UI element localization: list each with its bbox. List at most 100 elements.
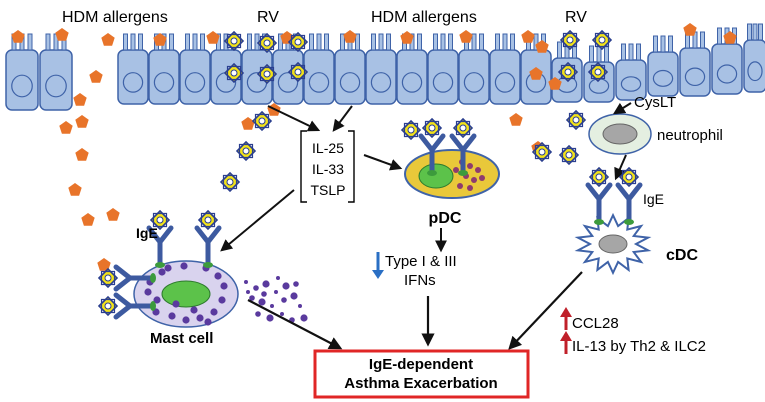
virus-particle — [558, 62, 578, 82]
mast-cell-granule — [172, 300, 180, 308]
allergen-particle — [11, 30, 25, 43]
label-ige-left: IgE — [136, 225, 158, 241]
arrow-epithelium-to-cytokines-2 — [332, 105, 353, 132]
released-mediator — [258, 298, 266, 306]
arrow-cytokines-to-pdc — [363, 154, 403, 171]
epithelial-cell — [647, 35, 679, 97]
epithelial-cell — [39, 33, 73, 111]
airway-epithelium — [5, 23, 765, 111]
epithelial-cell — [396, 33, 428, 105]
allergen-particle — [81, 213, 95, 226]
released-mediator — [262, 280, 270, 288]
allergen-particle — [241, 117, 255, 130]
label-hdm-allergens-center: HDM allergens — [371, 9, 477, 26]
label-il13: IL-13 by Th2 & ILC2 — [572, 338, 706, 355]
arrow-neutrophil-to-ige — [614, 154, 627, 181]
mast-cell-granule — [204, 318, 212, 326]
label-cdc: cDC — [666, 247, 698, 264]
epithelial-cell — [117, 33, 149, 105]
epithelial-cell — [334, 33, 366, 105]
arrow-epithelium-to-cytokines-1 — [267, 105, 321, 132]
virus-particle — [532, 142, 552, 162]
mast-cell — [99, 211, 308, 328]
released-mediator — [255, 311, 261, 317]
allergen-particle — [59, 121, 73, 134]
released-mediator — [274, 290, 278, 294]
released-mediator — [270, 304, 274, 308]
arrow-mast-cell-to-outcome — [247, 299, 343, 350]
virus-particle — [224, 63, 244, 83]
label-ige-right: IgE — [643, 191, 664, 207]
cdc-cell — [574, 168, 652, 276]
label-hdm-allergens-left: HDM allergens — [62, 9, 168, 26]
virus-particle — [288, 32, 308, 52]
epithelial-cell — [458, 33, 490, 105]
mast-cell-granule — [196, 314, 204, 322]
arrow-cytokines-to-mast-cell — [220, 189, 295, 252]
mast-cell-granule — [190, 306, 198, 314]
released-mediator — [290, 292, 298, 300]
cytokine-box: IL-25 IL-33 TSLP — [300, 130, 355, 203]
allergen-particle — [68, 183, 82, 196]
ifn-decrease: Type I & III IFNs — [372, 252, 457, 289]
virus-particle — [592, 30, 612, 50]
mast-cell-granule — [182, 316, 190, 324]
mast-cell-granule — [168, 312, 176, 320]
epithelial-cell — [615, 43, 647, 101]
label-neutrophil: neutrophil — [657, 127, 723, 144]
mast-cell-granule — [158, 268, 166, 276]
allergen-particle — [206, 31, 220, 44]
epithelial-cell — [489, 33, 521, 105]
epithelial-cell — [679, 31, 711, 97]
virus-particle — [588, 62, 608, 82]
arrow-cdc-to-outcome — [508, 271, 583, 350]
released-mediator — [281, 297, 287, 303]
released-mediator — [249, 295, 255, 301]
allergen-particle — [459, 30, 473, 43]
allergen-particle — [683, 23, 697, 36]
virus-particle — [224, 31, 244, 51]
allergen-particle — [89, 70, 103, 83]
mast-cell-granule — [220, 282, 228, 290]
virus-particle — [401, 120, 421, 140]
allergen-particle — [106, 208, 120, 221]
released-mediator — [293, 281, 299, 287]
outcome-line1: IgE-dependent — [369, 356, 473, 373]
virus-particle — [220, 172, 240, 192]
virus-particle — [257, 64, 277, 84]
allergen-particle — [73, 93, 87, 106]
mast-cell-granule — [144, 288, 152, 296]
allergen-particle — [55, 28, 69, 41]
pdc-cell — [404, 119, 500, 199]
released-mediator — [300, 314, 308, 322]
allergen-particle — [75, 115, 89, 128]
allergen-particle — [75, 148, 89, 161]
mast-cell-granule — [210, 308, 218, 316]
allergen-particle — [101, 33, 115, 46]
mast-cell-granule — [180, 262, 188, 270]
label-mast-cell: Mast cell — [150, 330, 213, 347]
label-cyslt: CysLT — [634, 94, 676, 111]
virus-particle — [560, 30, 580, 50]
mast-cell-granule — [214, 272, 222, 280]
outcome-box: IgE-dependent Asthma Exacerbation — [313, 349, 530, 399]
ccl28-il13-increase: CCL28 IL-13 by Th2 & ILC2 — [560, 307, 706, 355]
epithelial-cell — [5, 33, 39, 111]
released-mediator — [276, 276, 280, 280]
allergen-particle — [400, 31, 414, 44]
released-mediator — [253, 285, 259, 291]
virus-particle — [566, 110, 586, 130]
mast-cell-granule — [218, 296, 226, 304]
released-mediator — [282, 282, 290, 290]
mast-cell-granule — [153, 296, 161, 304]
arrow-cyslt-to-neutrophil — [612, 102, 632, 115]
released-mediator — [280, 312, 284, 316]
epithelial-cell — [743, 23, 765, 93]
virus-particle — [236, 141, 256, 161]
label-rv-right: RV — [565, 9, 587, 26]
released-mediator — [266, 314, 274, 322]
label-il33: IL-33 — [312, 161, 344, 177]
label-ifn-line2: IFNs — [404, 272, 436, 289]
